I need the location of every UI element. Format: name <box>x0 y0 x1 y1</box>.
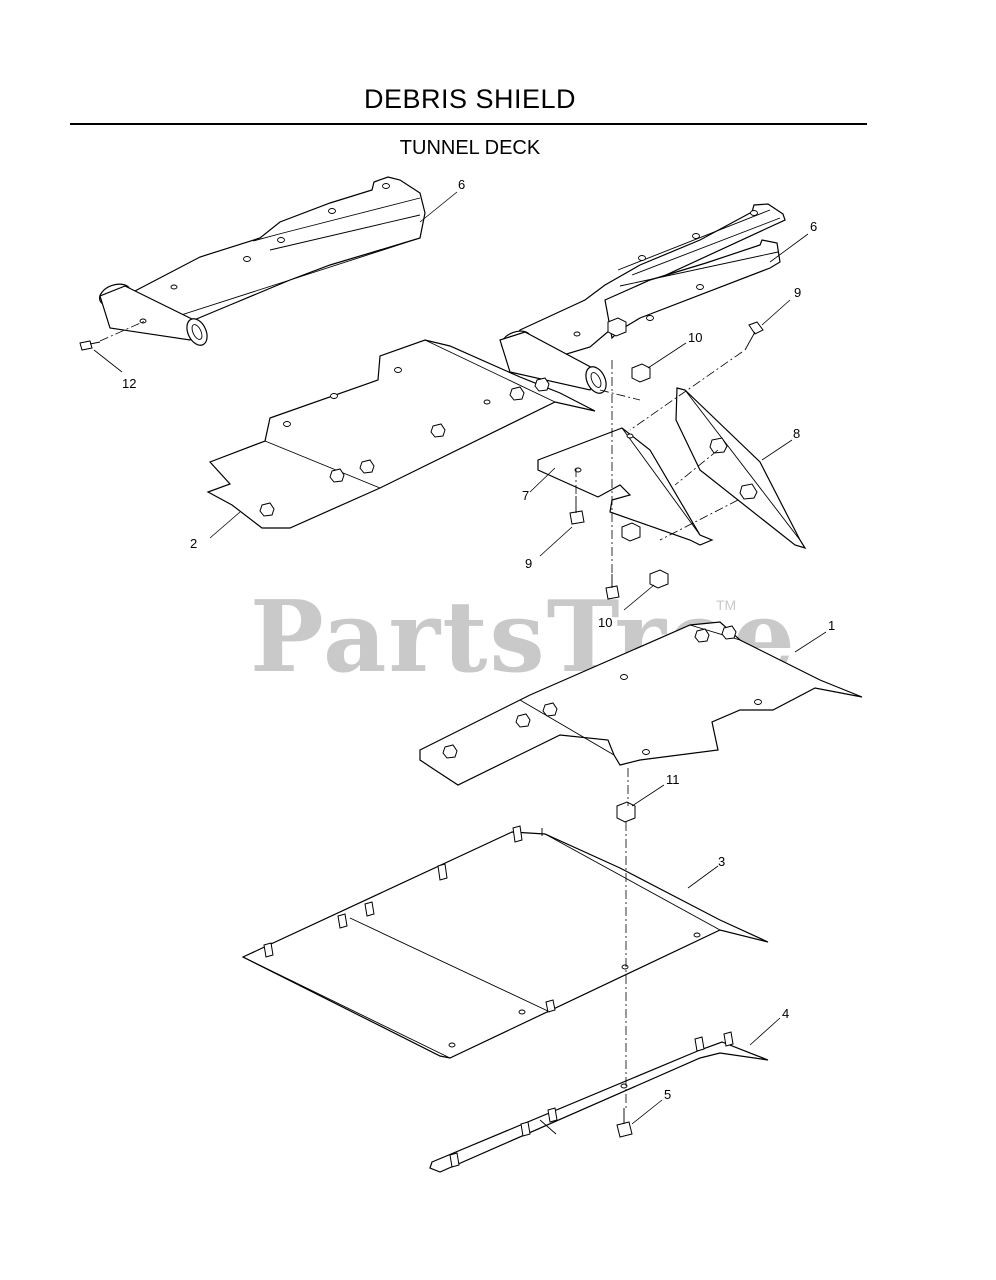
part-6-left-bracket[interactable] <box>97 176 426 348</box>
callout-6-left: 6 <box>458 177 465 192</box>
callout-4: 4 <box>782 1006 789 1021</box>
part-8-deflector[interactable] <box>675 387 807 550</box>
callout-8: 8 <box>793 426 800 441</box>
part-11-nut[interactable] <box>616 801 636 823</box>
callout-12: 12 <box>122 376 136 391</box>
alignment-lines <box>575 351 743 1108</box>
callout-9-upper: 9 <box>794 285 801 300</box>
part-4-bottom-strip[interactable] <box>429 1031 769 1173</box>
title-divider <box>70 123 867 125</box>
part-5-bolt[interactable] <box>616 1108 633 1138</box>
part-7-bracket-plate[interactable] <box>537 427 714 546</box>
callout-1: 1 <box>828 618 835 633</box>
part-12-screw[interactable] <box>79 320 146 351</box>
callout-3: 3 <box>718 854 725 869</box>
part-2-upper-plate[interactable] <box>206 339 596 529</box>
leader-lines <box>93 191 827 1125</box>
part-3-lower-shield[interactable] <box>241 825 769 1059</box>
callout-2: 2 <box>190 536 197 551</box>
part-10-nuts[interactable] <box>605 363 669 600</box>
callout-10-lower: 10 <box>598 615 612 630</box>
part-9-bolts[interactable] <box>569 321 764 525</box>
part-6-right-bracket[interactable] <box>499 203 786 396</box>
callout-10-upper: 10 <box>688 330 702 345</box>
watermark-trademark: TM <box>716 597 737 613</box>
page-title: DEBRIS SHIELD <box>363 84 577 114</box>
part-1-main-shield[interactable] <box>419 621 863 786</box>
callout-11: 11 <box>666 772 680 787</box>
callout-6-right: 6 <box>810 219 817 234</box>
page-subtitle: TUNNEL DECK <box>399 137 541 159</box>
callout-7: 7 <box>522 488 529 503</box>
callout-5: 5 <box>664 1087 671 1102</box>
callout-9-lower: 9 <box>525 556 532 571</box>
